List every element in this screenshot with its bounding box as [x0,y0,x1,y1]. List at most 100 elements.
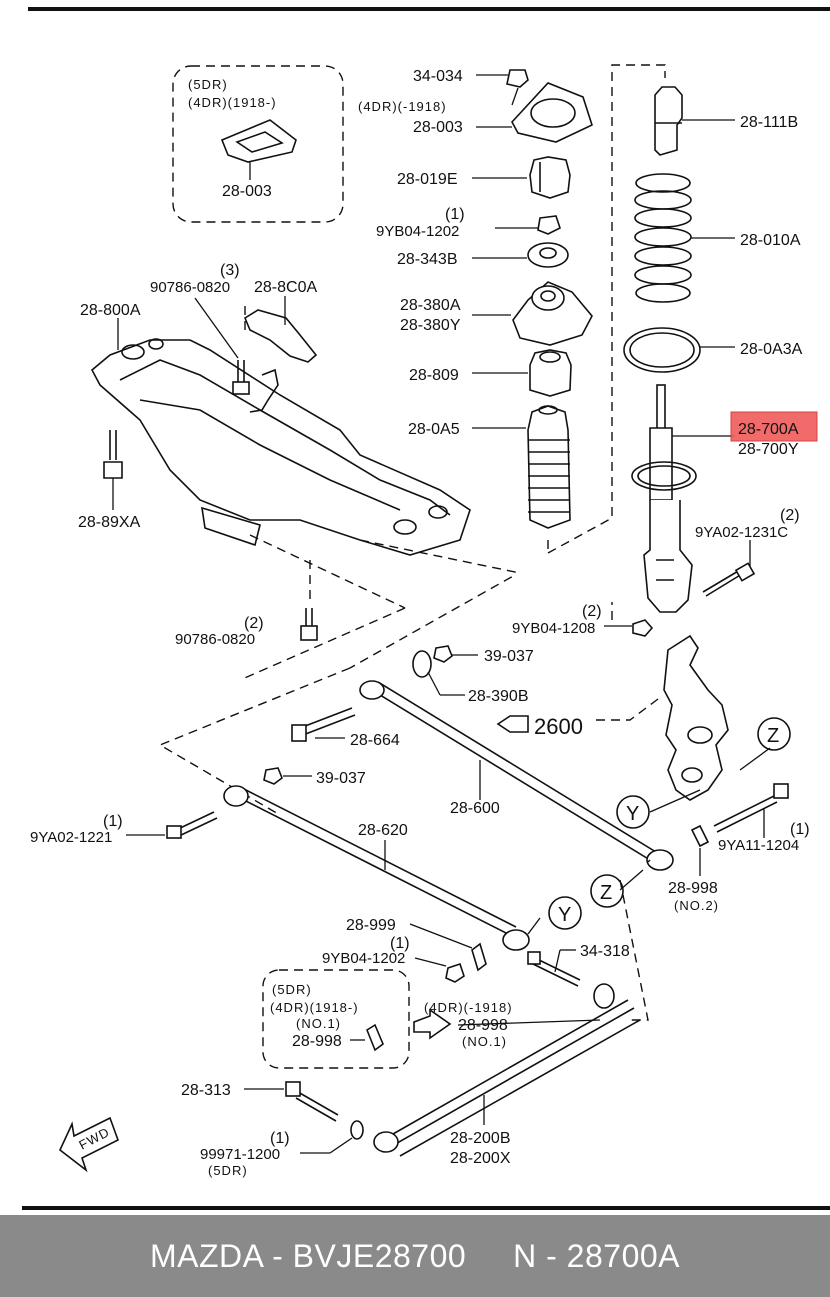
part-label: 28-998 [668,880,718,897]
part-label: 99971-1200 [200,1146,280,1163]
part-label: 28-313 [181,1082,231,1099]
part-number-text: MAZDA - BVJE28700 N - 28700A [149,1237,680,1274]
variant-note: (5DR) [188,77,228,92]
variant-note: (NO.1) [462,1034,507,1049]
reference-circle-y [548,896,582,930]
washer-icon [350,1120,364,1140]
part-label: 28-0A5 [408,421,460,438]
variant-box-bottom [262,969,410,1069]
part-label: 28-380Y [400,317,461,334]
spring-seat-icon [623,327,701,373]
reference-letter: Y [626,803,639,825]
nut-icon [506,69,529,88]
reference-circle-z [757,717,791,751]
bolt-icon [237,360,245,382]
part-label: 90786-0820 [150,279,230,296]
part-label: 28-999 [346,917,396,934]
exploded-parts-diagram: FWD 34-034 (4DR)(-1918) 28-003 28-111B 2… [22,7,830,1210]
reference-letter: Z [767,725,779,747]
reference-circle-z [590,874,624,908]
spring-strut-parts [596,86,771,801]
nut-icon [632,619,654,637]
cam-plate-icon [471,942,487,972]
part-label: 28-800A [80,302,141,319]
variant-note: (5DR) [208,1163,248,1178]
part-label: 28-8C0A [254,279,317,296]
part-label: 9YA11-1204 [718,837,799,854]
part-label: 28-010A [740,232,801,249]
cam-plate-icon [690,824,710,848]
bump-stop-icon [529,349,572,397]
quantity-label: (2) [780,507,800,524]
nut-icon [537,215,561,235]
part-label: 34-034 [413,68,463,85]
variant-note: (4DR)(-1918) [424,1000,513,1015]
quantity-label: (1) [390,935,410,952]
bump-stop-icon [654,86,683,156]
part-label: 28-003 [413,119,463,136]
variant-note: (4DR)(-1918) [358,99,447,114]
mount-plate-icon [511,82,593,143]
dust-boot-icon [527,405,571,529]
bracket-icon [243,309,318,363]
variant-note: (NO.1) [296,1016,341,1031]
highlighted-part-label: 28-700A [738,421,799,438]
quantity-label: (3) [220,262,240,279]
part-label: 9YB04-1202 [322,950,405,967]
part-label: 28-700Y [738,441,799,458]
nut-icon [263,767,283,785]
bumper-stop-icon [529,156,571,199]
quantity-label: (1) [445,206,465,223]
part-number-footer: MAZDA - BVJE28700 N - 28700A [0,1215,830,1297]
trailing-arm-icon [385,999,641,1157]
bolt-icon [295,1091,339,1122]
reference-arrow-icon [413,1008,452,1040]
quantity-label: (1) [790,821,810,838]
reference-label: 2600 [534,714,583,739]
reference-letter: Y [558,904,571,926]
reference-arrow-icon [496,715,529,733]
bolt-icon [713,795,778,833]
stud-icon [109,430,117,460]
forward-arrow-icon: FWD [59,1116,119,1173]
bolt-icon [305,608,313,626]
part-label: 28-809 [409,367,459,384]
cam-plate-icon [366,1023,384,1052]
highlight-box [730,411,818,442]
link-arm-icon [235,787,517,936]
part-label: 28-003 [222,183,272,200]
variant-box-top [172,65,344,223]
trailing-link [244,983,641,1157]
part-label: 9YB04-1202 [376,223,459,240]
crossmember-assembly [90,296,516,816]
reference-letter: Z [600,882,612,904]
quantity-label: (1) [103,813,123,830]
part-label: 39-037 [316,770,366,787]
variant-note: (5DR) [272,982,312,997]
part-label: 28-664 [350,732,400,749]
part-label: 9YA02-1221 [30,829,112,846]
part-label: 28-390B [468,688,529,705]
part-label: 9YA02-1231C [695,524,788,541]
part-label: 28-380A [400,297,461,314]
part-label: 28-200X [450,1150,511,1167]
part-label: 90786-0820 [175,631,255,648]
part-label: 28-620 [358,822,408,839]
part-label: 28-998 [458,1017,508,1034]
variant-note: (4DR)(1918-) [188,95,277,110]
part-label: 28-111B [740,114,798,131]
link-arm-icon [371,681,657,861]
bolt-icon [175,811,218,837]
shock-absorber-icon [631,384,697,613]
nut-icon [433,645,453,663]
part-label: 34-318 [580,943,630,960]
part-label: 39-037 [484,648,534,665]
part-label: 28-89XA [78,514,141,531]
nut-icon [445,962,465,983]
bolt-icon [299,707,356,736]
cam-washer-icon [412,650,432,678]
part-label: 28-998 [292,1033,342,1050]
lateral-links [126,645,789,1021]
quantity-label: (2) [244,615,264,632]
